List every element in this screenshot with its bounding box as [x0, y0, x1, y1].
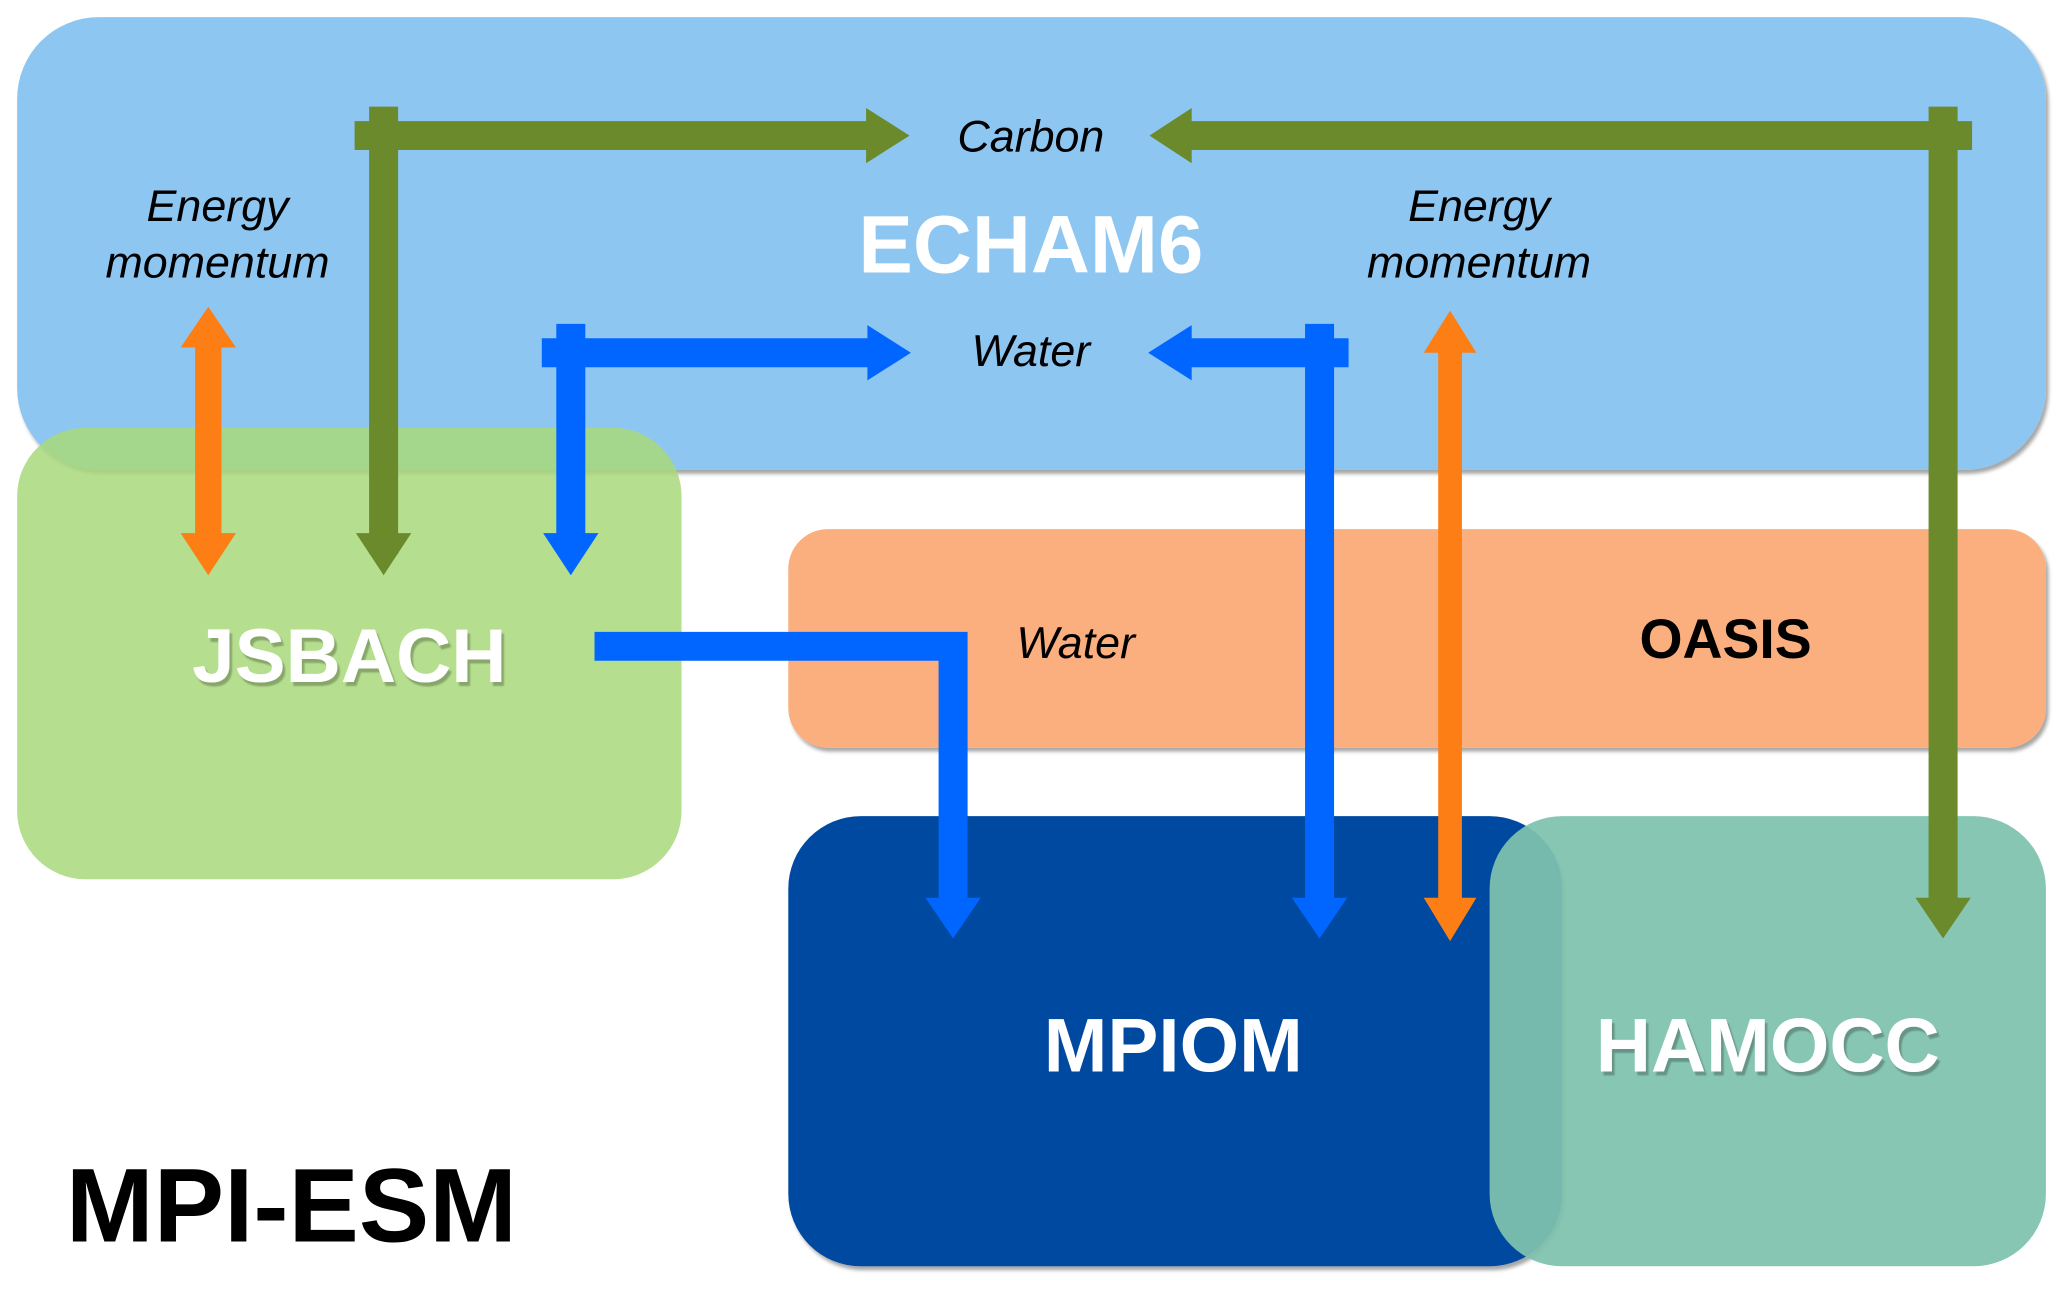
- energy-flux-label-right-line2: momentum: [1367, 238, 1591, 288]
- carbon-arrow-left-right-head: [866, 107, 910, 164]
- water-arrow-jsbach-mpiom: [594, 631, 981, 939]
- water-arrow-mpiom-down-head: [1291, 897, 1348, 939]
- energy-arrow-jsbach-echam: [180, 306, 236, 576]
- energy-flux-label-left-line1: Energy: [147, 181, 292, 231]
- mpiom-box: [788, 816, 1563, 1267]
- water-flux-label-atmosphere: Water: [972, 326, 1093, 376]
- echam6-label: ECHAM6: [858, 200, 1203, 291]
- water-arrow-runoff-shaft: [594, 631, 968, 902]
- energy-flux-label-right-line1: Energy: [1408, 181, 1553, 231]
- carbon-arrow-right-down-head: [1915, 897, 1971, 939]
- hamocc-box: [1489, 816, 2046, 1267]
- water-arrow-jsbach-echam: [541, 323, 911, 576]
- oasis-label: OASIS: [1639, 608, 1811, 670]
- energy-arrow-left-up-head: [180, 306, 236, 348]
- energy-arrow-left-shaft: [195, 344, 222, 538]
- carbon-arrow-left-shaft: [354, 106, 885, 555]
- mpiom-label: MPIOM: [1044, 1004, 1303, 1089]
- carbon-arrow-right-shaft: [1178, 106, 1973, 917]
- water-arrow-echam-left-head: [1148, 325, 1192, 381]
- energy-flux-label-left-line2: momentum: [105, 238, 329, 288]
- energy-arrow-right-shaft: [1438, 350, 1462, 904]
- carbon-arrow-jsbach-echam: [354, 106, 910, 576]
- water-flux-label-oasis: Water: [1016, 618, 1137, 668]
- water-arrow-mpiom-shaft: [1178, 323, 1349, 917]
- water-arrow-runoff-down-head: [925, 897, 981, 939]
- jsbach-box: [17, 427, 682, 880]
- energy-arrow-right-down-head: [1423, 897, 1477, 942]
- carbon-flux-label: Carbon: [957, 111, 1104, 161]
- carbon-arrow-hamocc-echam: [1149, 106, 1973, 939]
- carbon-arrow-left-down-head: [355, 533, 412, 576]
- diagram-title: MPI-ESM: [66, 1147, 517, 1264]
- energy-arrow-right-up-head: [1423, 310, 1477, 353]
- jsbach-label: JSBACH: [192, 614, 506, 699]
- oasis-box: [788, 529, 2046, 748]
- energy-arrow-left-down-head: [180, 533, 236, 576]
- water-arrow-mpiom-echam: [1148, 323, 1349, 939]
- water-arrow-jsbach-shaft: [541, 323, 885, 552]
- energy-arrow-mpiom-echam: [1423, 310, 1477, 942]
- water-arrow-jsbach-down-head: [543, 533, 599, 576]
- hamocc-label: HAMOCC: [1596, 1004, 1940, 1089]
- carbon-arrow-right-left-head: [1149, 107, 1192, 164]
- water-arrow-echam-right-head: [867, 325, 911, 381]
